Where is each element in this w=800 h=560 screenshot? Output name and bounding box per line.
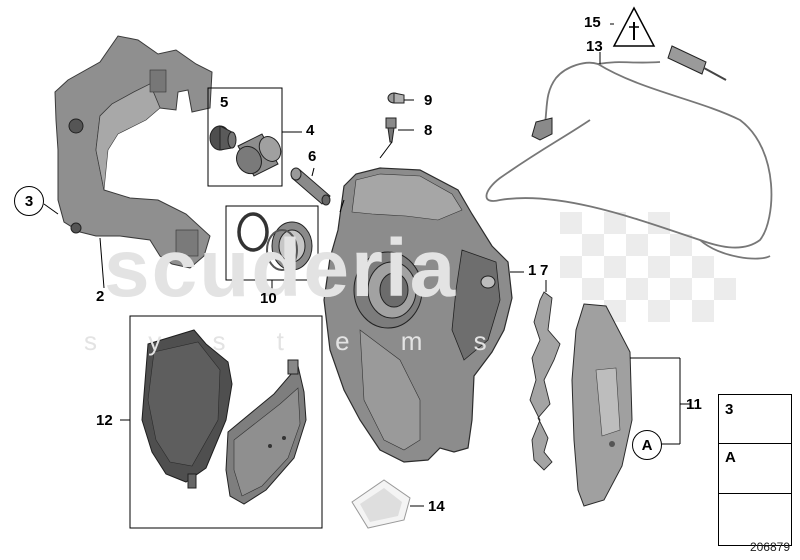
part-label-9: 9 xyxy=(424,92,433,109)
legend-key-a: A xyxy=(725,449,736,466)
part-label-1: 1 xyxy=(528,262,537,279)
brake-pad-front xyxy=(141,329,233,489)
grease-packet xyxy=(351,479,424,529)
diagram-reference-id: 206879 xyxy=(749,540,790,554)
fastener-legend: 3 A xyxy=(718,394,792,546)
brake-pad-rear xyxy=(225,359,307,505)
electrical-warning-icon xyxy=(610,6,656,47)
bleeder-cap xyxy=(387,92,414,104)
caliper-cover-plate xyxy=(571,303,690,507)
dust-boot xyxy=(266,221,313,271)
brake-caliper-housing xyxy=(323,167,524,463)
part-label-13: 13 xyxy=(586,38,603,55)
caliper-carrier-bracket xyxy=(54,35,213,269)
part-label-2: 2 xyxy=(96,288,105,305)
part-label-4: 4 xyxy=(306,122,315,139)
callout-a: A xyxy=(632,430,662,460)
watermark-brand: scuderia xyxy=(104,223,458,314)
callout-3: 3 xyxy=(14,186,44,216)
guide-bushing-kit-box xyxy=(207,87,302,187)
watermark-tagline: s y s t e m s xyxy=(84,326,509,356)
legend-row-3: 3 xyxy=(719,395,791,444)
guide-pin xyxy=(290,167,331,206)
part-label-11: 11 xyxy=(686,396,702,413)
part-label-6: 6 xyxy=(308,148,317,165)
legend-row-a: A xyxy=(719,443,791,494)
leader-lines xyxy=(43,199,345,289)
bleeder-valve xyxy=(379,117,414,159)
legend-key-3: 3 xyxy=(725,401,734,418)
part-label-8: 8 xyxy=(424,122,433,139)
brake-pads-box xyxy=(120,315,323,529)
caliper-spring-clip xyxy=(529,280,561,471)
part-label-12: 12 xyxy=(96,412,113,429)
piston-seal-kit-box xyxy=(225,205,319,290)
part-label-15: 15 xyxy=(584,14,601,31)
part-label-5: 5 xyxy=(220,94,229,111)
guide-bushing-boot xyxy=(209,125,237,151)
part-label-7: 7 xyxy=(540,262,549,279)
part-label-10: 10 xyxy=(260,290,277,307)
part-label-14: 14 xyxy=(428,498,445,515)
brake-pad-wear-sensor xyxy=(485,45,773,260)
sealing-ring xyxy=(237,212,269,252)
guide-bushing-sleeve xyxy=(236,133,282,177)
